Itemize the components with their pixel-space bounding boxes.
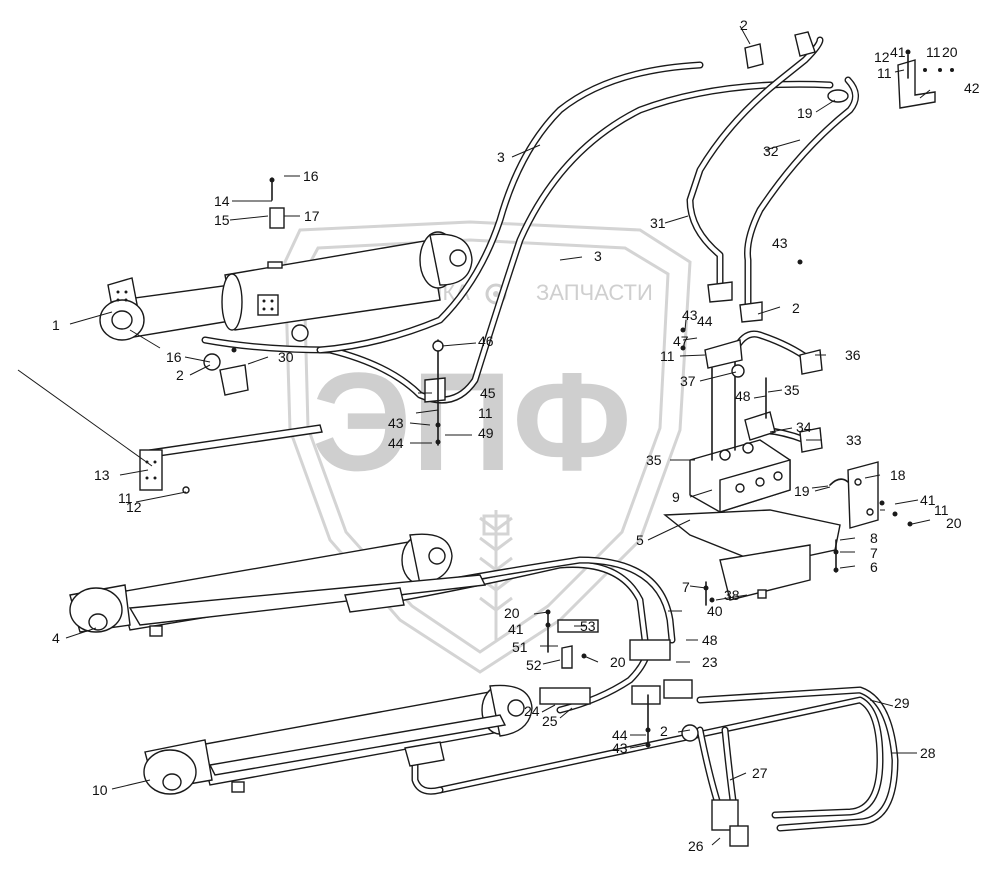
plate-18 xyxy=(847,461,879,529)
bracket-42 xyxy=(897,59,936,109)
hose-31 xyxy=(686,36,824,294)
callout-43-bottom: 43 xyxy=(612,740,628,756)
callout-12-top: 12 xyxy=(874,49,890,65)
callout-18: 18 xyxy=(890,467,906,483)
callout-4: 4 xyxy=(52,630,60,646)
callout-20-plate: 20 xyxy=(946,515,962,531)
rod-13 xyxy=(139,424,323,494)
callout-14: 14 xyxy=(214,193,230,209)
callout-11-top: 11 xyxy=(926,44,941,60)
callout-8: 8 xyxy=(870,530,878,546)
callout-15: 15 xyxy=(214,212,230,228)
callout-19-valve: 19 xyxy=(794,483,810,499)
callout-17: 17 xyxy=(304,208,320,224)
cylinder-10 xyxy=(143,684,533,795)
callout-2-valve: 2 xyxy=(792,300,800,316)
callout-16-top: 16 xyxy=(303,168,319,184)
callout-44-mid: 44 xyxy=(388,435,404,451)
callout-38: 38 xyxy=(724,587,740,603)
callout-46: 46 xyxy=(478,333,494,349)
callout-9: 9 xyxy=(672,489,680,505)
callout-11-rod: 11 xyxy=(118,490,133,506)
watermark-text-right: ЗАПЧАСТИ xyxy=(536,280,653,305)
callout-2-left: 2 xyxy=(176,367,184,383)
callout-29: 29 xyxy=(894,695,910,711)
callout-3-lower: 3 xyxy=(594,248,602,264)
callout-42: 42 xyxy=(964,80,980,96)
callout-35-right: 35 xyxy=(784,382,800,398)
callout-48-valve: 48 xyxy=(735,388,751,404)
cylinder-4 xyxy=(69,533,487,637)
callout-34: 34 xyxy=(796,419,812,435)
callout-41-mid: 41 xyxy=(508,621,524,637)
callout-10: 10 xyxy=(92,782,108,798)
callout-52: 52 xyxy=(526,657,542,673)
callout-41-plate: 41 xyxy=(920,492,936,508)
callout-33: 33 xyxy=(846,432,862,448)
callout-41-top: 41 xyxy=(890,44,906,60)
callout-36: 36 xyxy=(845,347,861,363)
callout-20-lower: 20 xyxy=(610,654,626,670)
callout-11-mid: 11 xyxy=(478,405,493,421)
callout-25: 25 xyxy=(542,713,558,729)
callout-13: 13 xyxy=(94,467,110,483)
callout-44-bottom: 44 xyxy=(612,727,628,743)
callout-11-valve: 11 xyxy=(660,348,675,364)
callout-20-mid: 20 xyxy=(504,605,520,621)
callout-28: 28 xyxy=(920,745,936,761)
callout-26: 26 xyxy=(688,838,704,854)
callout-12-rod: 12 xyxy=(126,499,142,515)
callout-24: 24 xyxy=(524,703,540,719)
callout-48-lower: 48 xyxy=(702,632,718,648)
callout-49: 49 xyxy=(478,425,494,441)
callout-32: 32 xyxy=(763,143,779,159)
callout-labels: 1 2 2 2 2 3 3 4 5 6 7 7 8 9 10 11 11 11 … xyxy=(52,17,980,854)
callout-37: 37 xyxy=(680,373,696,389)
callout-43-valve: 43 xyxy=(682,307,698,323)
callout-53: 53 xyxy=(580,618,596,634)
callout-19-top: 19 xyxy=(797,105,813,121)
callout-7-right: 7 xyxy=(870,545,878,561)
callout-23: 23 xyxy=(702,654,718,670)
callout-31: 31 xyxy=(650,215,666,231)
control-valve-9 xyxy=(689,339,791,513)
callout-5: 5 xyxy=(636,532,644,548)
callout-43-right: 43 xyxy=(772,235,788,251)
callout-30: 30 xyxy=(278,349,294,365)
watermark: ТЕХНИКА ЗАПЧАСТИ ЭПФ xyxy=(283,220,692,674)
callout-1: 1 xyxy=(52,317,60,333)
callout-43-mid: 43 xyxy=(388,415,404,431)
callout-11-plate: 11 xyxy=(934,502,949,518)
callout-2-top: 2 xyxy=(740,17,748,33)
callout-6: 6 xyxy=(870,559,878,575)
callout-47: 47 xyxy=(673,333,689,349)
bolts xyxy=(231,49,954,748)
watermark-logo: ЭПФ xyxy=(312,343,632,500)
callout-16-left: 16 xyxy=(166,349,182,365)
callout-51: 51 xyxy=(512,639,528,655)
callout-45: 45 xyxy=(480,385,496,401)
callout-27: 27 xyxy=(752,765,768,781)
callout-35-left: 35 xyxy=(646,452,662,468)
callout-20-top: 20 xyxy=(942,44,958,60)
callout-40: 40 xyxy=(707,603,723,619)
cylinder-1 xyxy=(99,231,473,341)
leader-lines xyxy=(17,25,931,846)
callout-44-valve: 44 xyxy=(697,313,713,329)
callout-7-left: 7 xyxy=(682,579,690,595)
callout-3-upper: 3 xyxy=(497,149,505,165)
fittings xyxy=(203,31,849,847)
callout-11-bracket: 11 xyxy=(877,65,892,81)
callout-2-bottom: 2 xyxy=(660,723,668,739)
